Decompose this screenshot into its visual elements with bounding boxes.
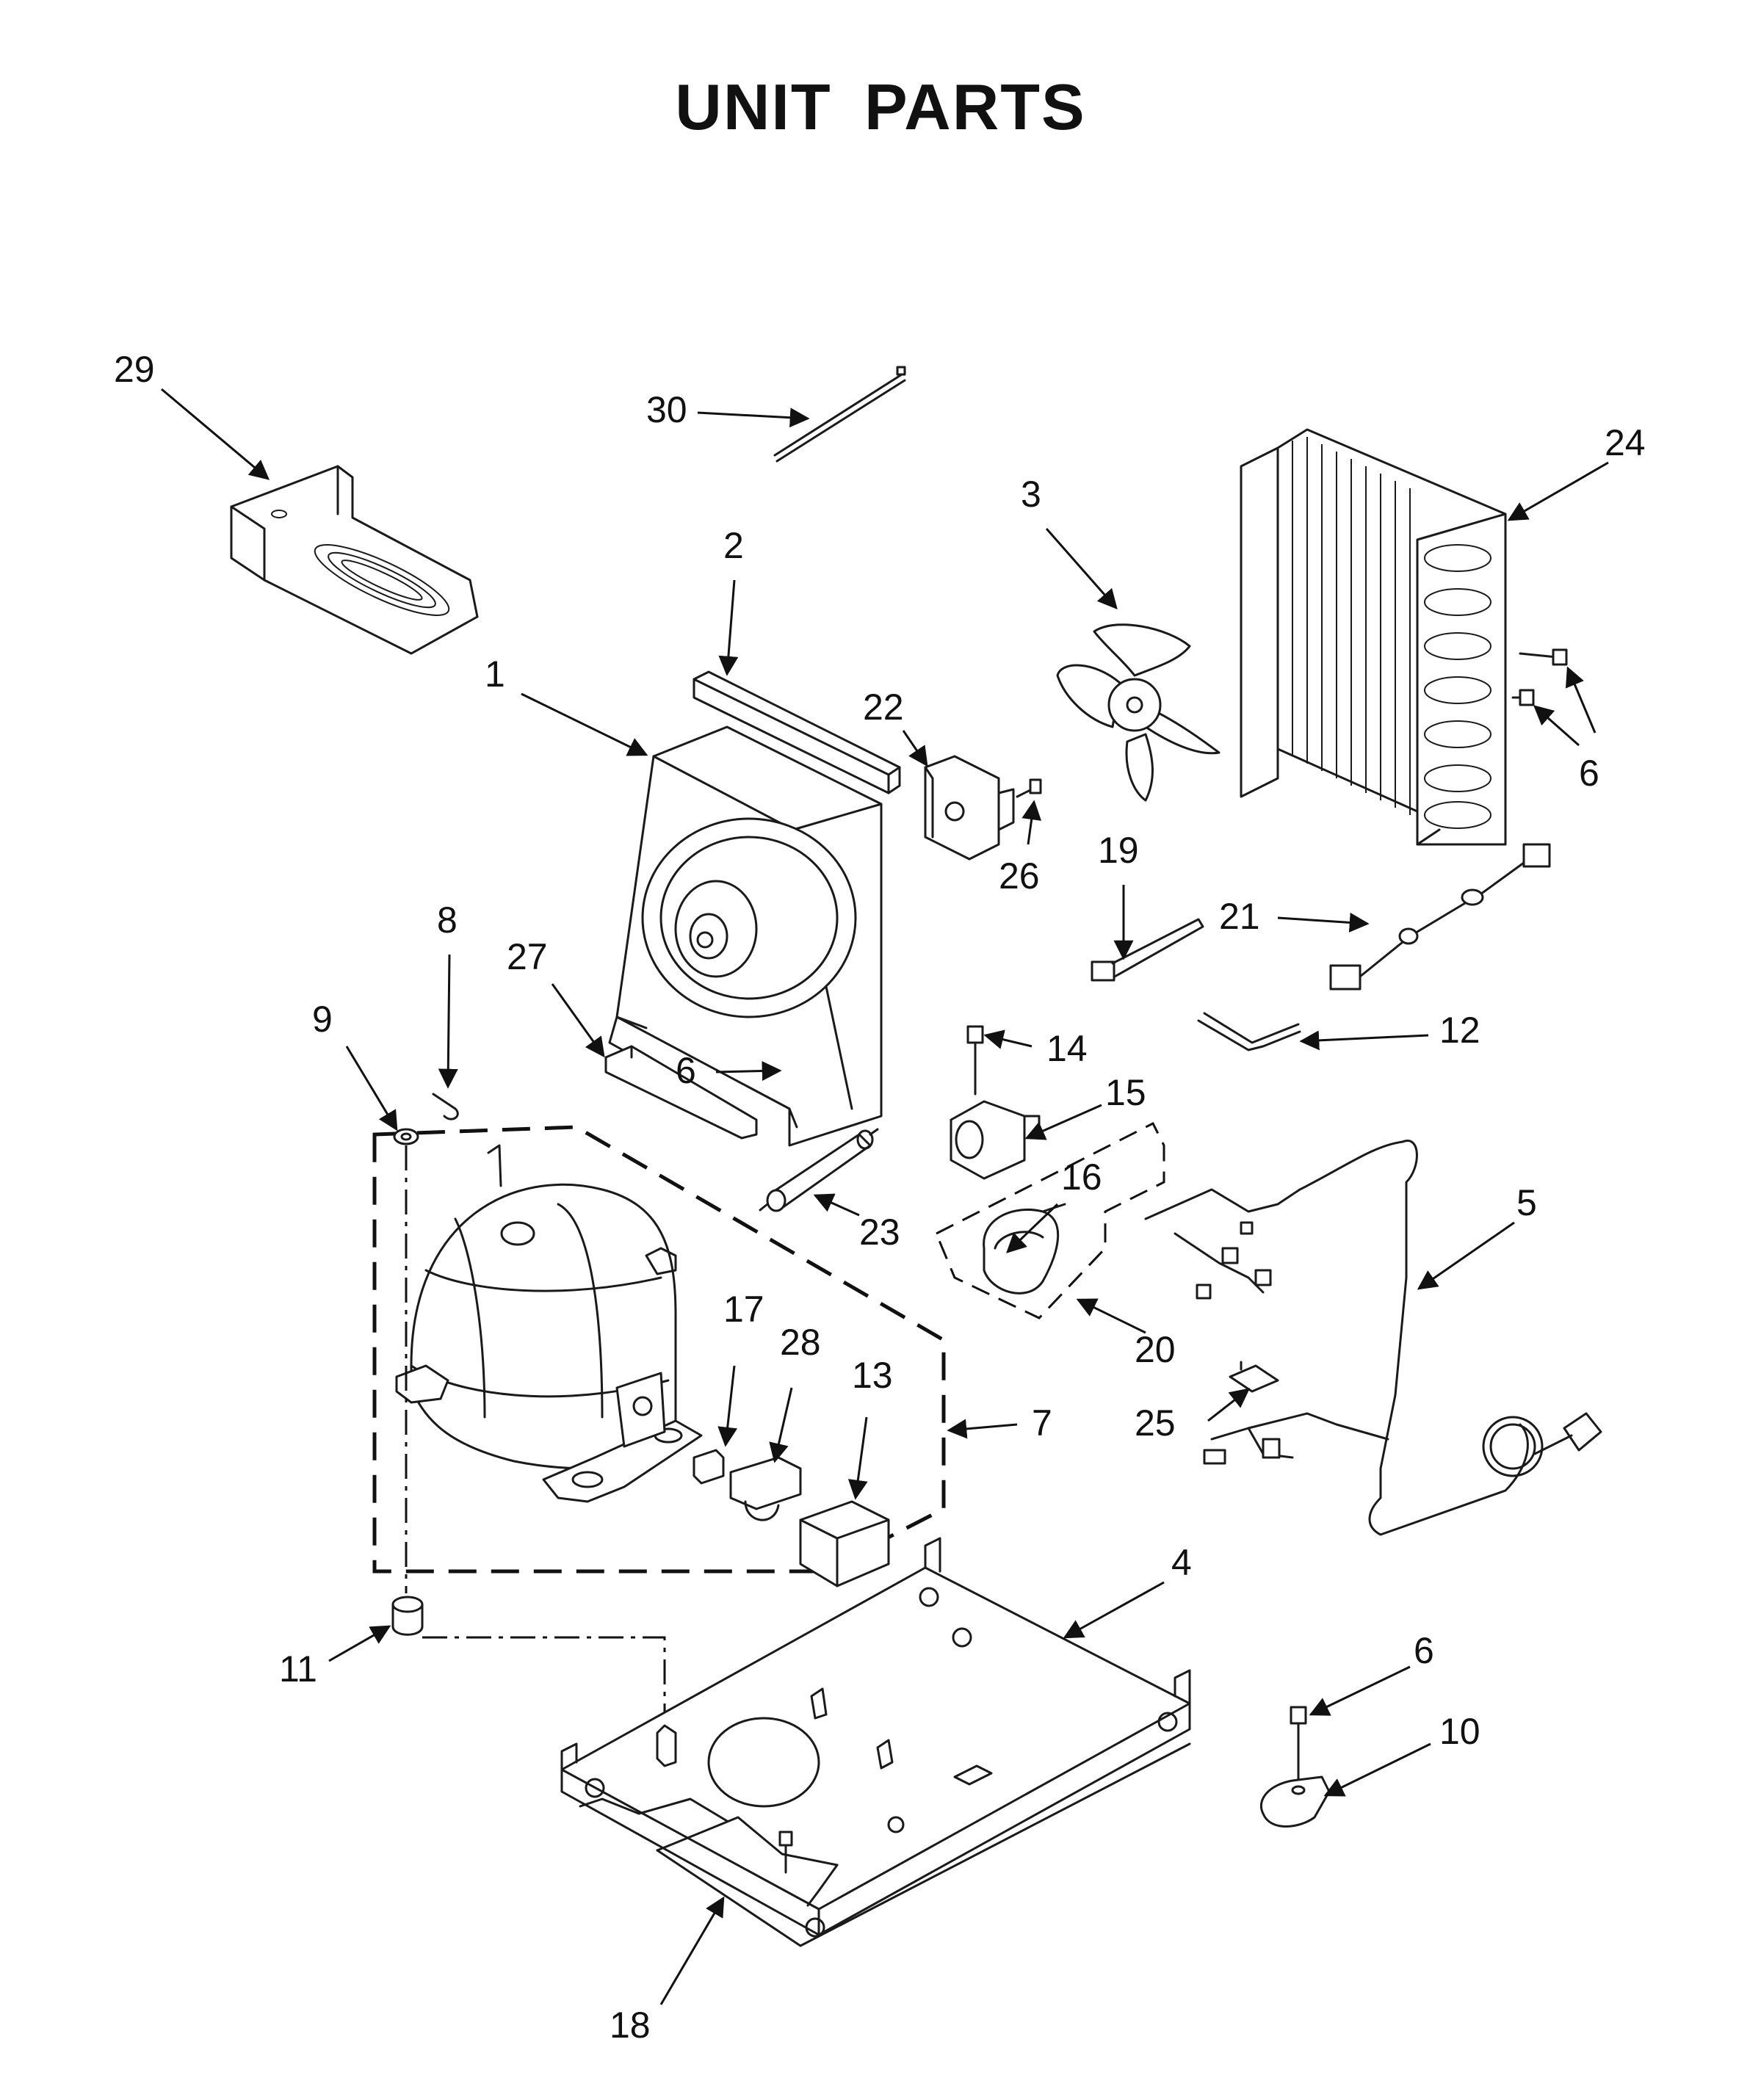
callout-1: 1: [485, 653, 505, 695]
clamp-illustration[interactable]: [1229, 1361, 1279, 1393]
tube-illustration[interactable]: [1197, 1012, 1301, 1051]
callout-labels: 29 30 2 1 22 26 3 24 6 19 21 8 27 9 6 14…: [114, 349, 1646, 2046]
cord-clamp-illustration[interactable]: [1259, 1775, 1331, 1828]
condenser-screw-illustration[interactable]: [1511, 648, 1568, 706]
relay-illustration[interactable]: [729, 1456, 802, 1521]
callout-6-shroud: 6: [676, 1050, 696, 1091]
compressor-kit-outline: [372, 1125, 946, 1574]
callout-23: 23: [859, 1212, 900, 1253]
grommet-illustration[interactable]: [391, 1596, 424, 1636]
callout-6-condenser: 6: [1579, 753, 1599, 794]
callout-4: 4: [1171, 1542, 1192, 1583]
callout-27: 27: [507, 936, 548, 977]
valve-kit-outline: [935, 1121, 1165, 1319]
callout-29: 29: [114, 349, 155, 390]
solenoid-valve-illustration[interactable]: [950, 1100, 1041, 1180]
callout-20: 20: [1135, 1329, 1176, 1370]
base-plate-illustration[interactable]: [560, 1537, 1191, 1938]
callout-6-clamp: 6: [1414, 1630, 1434, 1671]
insulation-pad-illustration[interactable]: [579, 1742, 1191, 1947]
callout-10: 10: [1439, 1711, 1480, 1752]
foam-strip-illustration[interactable]: [693, 670, 901, 794]
callout-5: 5: [1516, 1182, 1537, 1223]
fan-shroud-illustration[interactable]: [608, 725, 883, 1147]
callout-28: 28: [780, 1322, 821, 1363]
callout-17: 17: [723, 1289, 764, 1330]
callout-8: 8: [437, 899, 458, 941]
grommet-to-base-line: [422, 1636, 666, 1726]
callout-2: 2: [723, 525, 744, 566]
callout-7: 7: [1032, 1402, 1052, 1444]
leader-lines: [161, 388, 1609, 2005]
fan-blade-illustration[interactable]: [1056, 623, 1221, 802]
clip-illustration[interactable]: [432, 1093, 459, 1120]
cord-clamp-screw-illustration[interactable]: [1290, 1706, 1307, 1786]
washer-illustration[interactable]: [393, 1128, 419, 1145]
power-cord-harness-illustration[interactable]: [1144, 1140, 1602, 1536]
callout-18: 18: [610, 2005, 651, 2046]
callout-19: 19: [1098, 830, 1139, 871]
callout-12: 12: [1439, 1010, 1480, 1051]
condenser-illustration[interactable]: [1240, 428, 1507, 846]
base-screw-illustration[interactable]: [778, 1831, 793, 1874]
callout-13: 13: [852, 1355, 893, 1396]
page-title: UNIT PARTS: [675, 70, 1086, 143]
cover-illustration[interactable]: [799, 1500, 890, 1587]
wire-harness-connector-illustration[interactable]: [1329, 843, 1551, 991]
valve-screw-illustration[interactable]: [966, 1025, 984, 1096]
heater-loop-illustration[interactable]: [983, 1203, 1066, 1295]
callout-16: 16: [1061, 1156, 1102, 1198]
callout-14: 14: [1046, 1028, 1088, 1069]
cable-tie-mount-illustration[interactable]: [1091, 918, 1204, 982]
callout-3: 3: [1021, 474, 1041, 515]
callout-25: 25: [1135, 1402, 1176, 1444]
fan-motor-illustration[interactable]: [924, 755, 1015, 861]
callout-15: 15: [1105, 1072, 1146, 1113]
compressor-illustration[interactable]: [395, 1144, 703, 1503]
motor-screw-illustration[interactable]: [1016, 778, 1042, 798]
shroud-bracket-illustration[interactable]: [604, 1045, 758, 1140]
drier-illustration[interactable]: [759, 1128, 879, 1212]
cable-tie-illustration[interactable]: [773, 366, 906, 463]
overload-clip-illustration[interactable]: [693, 1449, 725, 1485]
callout-24: 24: [1605, 422, 1646, 463]
callout-26: 26: [999, 855, 1040, 897]
drain-pan-illustration[interactable]: [230, 465, 479, 655]
callout-9: 9: [312, 999, 333, 1040]
callout-30: 30: [646, 389, 687, 430]
callout-11: 11: [279, 1648, 317, 1690]
callout-21: 21: [1219, 896, 1260, 937]
callout-22: 22: [863, 687, 904, 728]
